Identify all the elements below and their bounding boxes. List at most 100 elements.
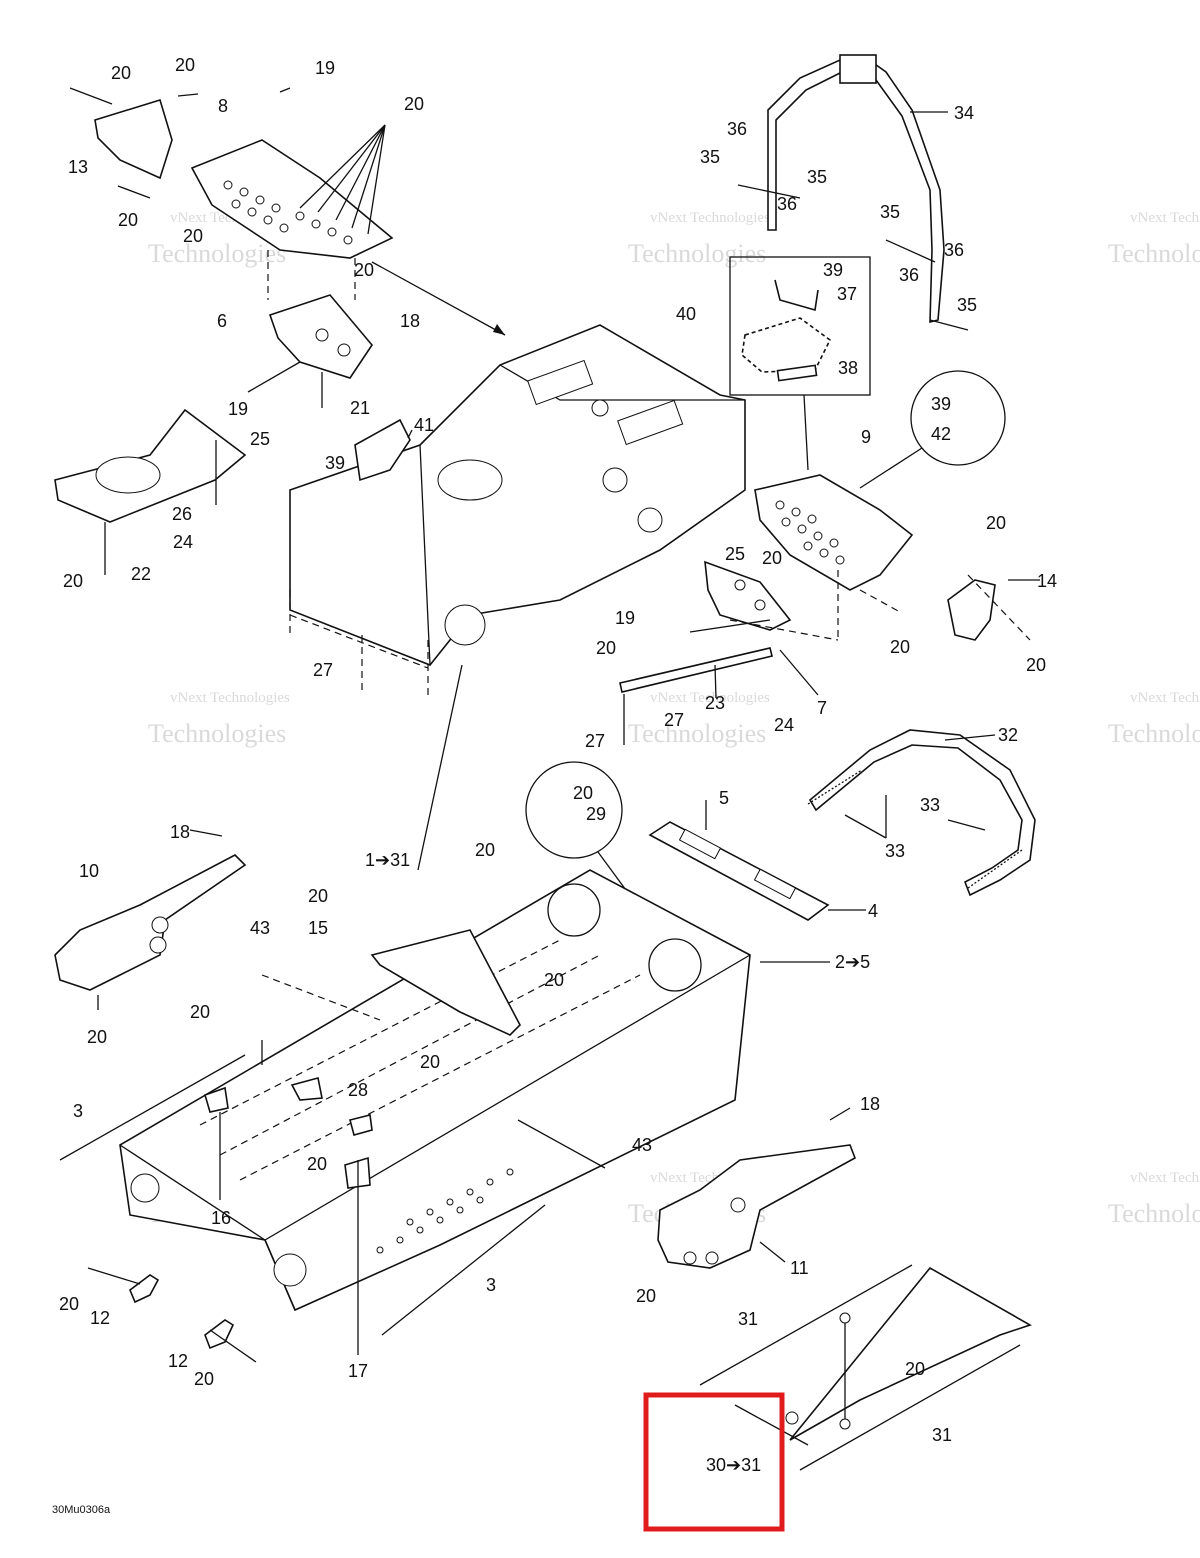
callout-label: 41 [414, 415, 434, 435]
callout-label: 6 [217, 311, 227, 331]
detail-circle [910, 370, 1006, 466]
callout-label: 22 [131, 564, 151, 584]
watermark-text: Technologies [148, 719, 286, 748]
callout-label: 20 [1026, 655, 1046, 675]
diagram-code: 30Mu0306a [52, 1504, 111, 1516]
callout-label: 20 [354, 260, 374, 280]
callout-label: 25 [250, 429, 270, 449]
callout-label: 27 [585, 731, 605, 751]
callout-label: 20 [63, 571, 83, 591]
callout-label: 20 [986, 513, 1006, 533]
part-6-bracket [247, 294, 373, 408]
callout-label: 11 [790, 1258, 809, 1278]
watermark-text: Technologies [1108, 1199, 1200, 1228]
watermark-text: vNext Technologies [1130, 210, 1200, 226]
watermark-text: vNext Technologies [650, 690, 770, 706]
callout-label: 33 [885, 841, 905, 861]
callout-label: 20 [762, 548, 782, 568]
part-14-bracket [947, 574, 1040, 641]
callout-label: 20 [194, 1369, 214, 1389]
callout-label: 20 [59, 1294, 79, 1314]
callout-label: 36 [899, 265, 919, 285]
watermark-text: vNext Technologies [170, 690, 290, 706]
callout-label: 9 [861, 427, 871, 447]
callout-label: 39 [931, 394, 951, 414]
callout-label: 7 [817, 698, 827, 718]
callout-label: 20 [190, 1002, 210, 1022]
callout-label: 28 [348, 1080, 368, 1100]
callout-labels: 20 20 19 20 8 13 20 20 20 6 18 19 21 40 … [59, 55, 1057, 1475]
part-frame-upper [289, 324, 746, 695]
callout-label: 17 [348, 1361, 368, 1381]
callout-label: 4 [868, 901, 878, 921]
part-12-plate [87, 1267, 160, 1304]
callout-label: 24 [774, 715, 794, 735]
callout-label: 12 [168, 1351, 188, 1371]
callout-label: 18 [400, 311, 420, 331]
detail-box [729, 256, 871, 471]
callout-label: 25 [725, 544, 745, 564]
callout-label: 30➔31 [706, 1455, 761, 1475]
part-12-plate [204, 1319, 257, 1363]
callout-label: 20 [404, 94, 424, 114]
callout-label: 36 [727, 119, 747, 139]
callout-label: 18 [170, 822, 190, 842]
watermark-text: Technologies [148, 239, 286, 268]
callout-label: 26 [172, 504, 192, 524]
callout-label: 35 [700, 147, 720, 167]
callout-label: 29 [586, 804, 606, 824]
callout-label: 15 [308, 918, 328, 938]
callout-label: 20 [118, 210, 138, 230]
callout-label: 20 [890, 637, 910, 657]
callout-label: 18 [860, 1094, 880, 1114]
callout-label: 20 [544, 970, 564, 990]
callout-label: 20 [636, 1286, 656, 1306]
callout-label: 20 [175, 55, 195, 75]
callout-label: 36 [777, 194, 797, 214]
callout-label: 3 [73, 1101, 83, 1121]
callout-label: 8 [218, 96, 228, 116]
part-9-skid-plate [754, 474, 914, 591]
callout-label: 5 [719, 788, 729, 808]
watermark-text: vNext Technologies [1130, 690, 1200, 706]
callout-label: 1➔31 [365, 850, 410, 870]
watermark-text: Technologies [1108, 719, 1200, 748]
callout-label: 19 [315, 58, 335, 78]
callout-label: 35 [807, 167, 827, 187]
callout-label: 20 [475, 840, 495, 860]
callout-label: 32 [998, 725, 1018, 745]
watermark-text: Technologies [1108, 239, 1200, 268]
callout-label: 35 [880, 202, 900, 222]
callout-label: 43 [632, 1135, 652, 1155]
callout-label: 14 [1037, 571, 1057, 591]
callout-label: 38 [838, 358, 858, 378]
part-11-bracket [657, 1107, 856, 1269]
callout-label: 20 [905, 1359, 925, 1379]
callout-label: 39 [823, 260, 843, 280]
callout-label: 20 [596, 638, 616, 658]
callout-label: 24 [173, 532, 193, 552]
watermark-text: Technologies [628, 719, 766, 748]
callout-label: 20 [87, 1027, 107, 1047]
callout-label: 39 [325, 453, 345, 473]
callout-label: 40 [676, 304, 696, 324]
callout-label: 20 [573, 783, 593, 803]
callout-label: 13 [68, 157, 88, 177]
part-23-strap [619, 647, 773, 745]
callout-label: 19 [615, 608, 635, 628]
callout-label: 36 [944, 240, 964, 260]
part-22-panel [54, 408, 247, 575]
callout-label: 43 [250, 918, 270, 938]
callout-label: 19 [228, 399, 248, 419]
part-41-bracket [354, 418, 413, 482]
callout-label: 27 [313, 660, 333, 680]
callout-label: 23 [705, 693, 725, 713]
callout-label: 20 [307, 1154, 327, 1174]
part-4-plate [648, 800, 866, 921]
callout-label: 2➔5 [835, 952, 870, 972]
callout-label: 20 [183, 226, 203, 246]
watermark-text: vNext Technologies [650, 210, 770, 226]
callout-label: 10 [79, 861, 99, 881]
callout-label: 20 [420, 1052, 440, 1072]
